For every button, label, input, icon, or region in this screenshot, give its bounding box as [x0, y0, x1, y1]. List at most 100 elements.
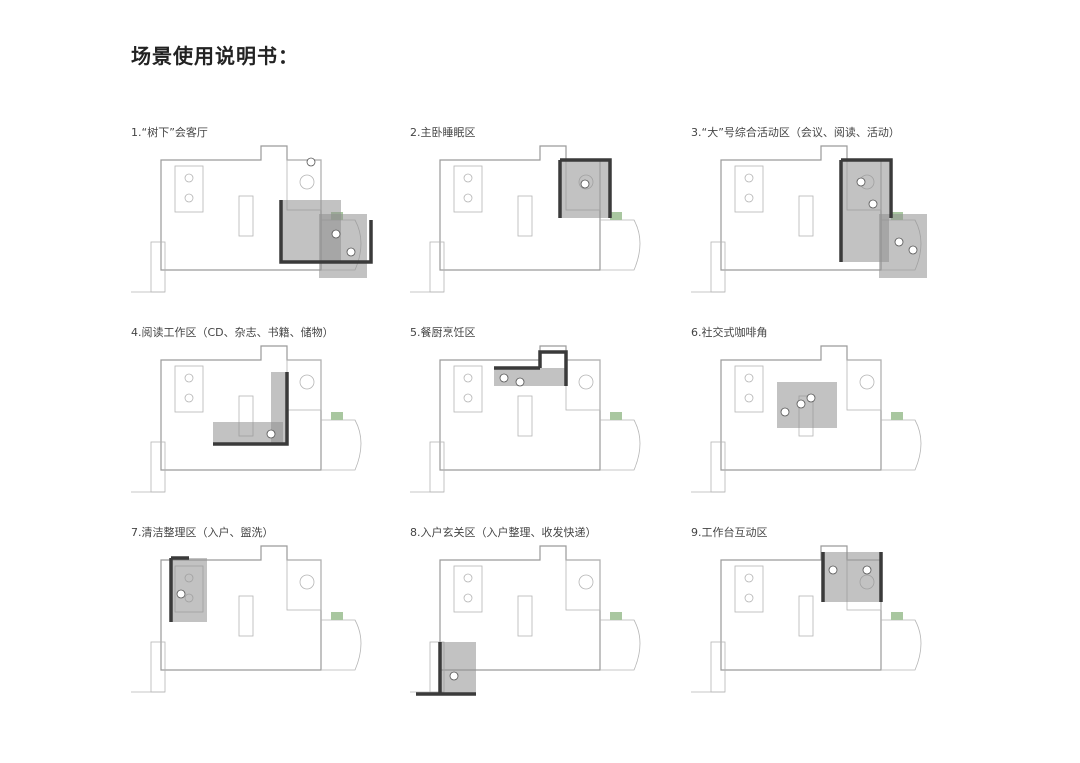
scene-caption: 9.工作台互动区 [691, 524, 768, 540]
zone-wall-highlight [821, 552, 883, 602]
person-figure [780, 407, 790, 417]
floor-plan-1 [131, 145, 373, 293]
floor-plan-7 [131, 545, 362, 693]
plan-round-table [299, 174, 315, 190]
person-figure [306, 157, 316, 167]
plan-table [798, 195, 814, 237]
person-figure [580, 179, 590, 189]
zone-wall-highlight [558, 158, 612, 218]
scene-caption: 6.社交式咖啡角 [691, 324, 768, 340]
plan-sink [463, 393, 473, 403]
plan-bay [600, 219, 641, 271]
scene-label: 阅读工作区（CD、杂志、书籍、储物） [141, 326, 334, 339]
plan-bay [881, 419, 922, 471]
person-figure [796, 399, 806, 409]
zone-highlight [823, 552, 881, 602]
scene-panel-1: 1.“树下”会客厅 [131, 124, 381, 294]
plan-plant [610, 212, 622, 220]
person-figure [499, 373, 509, 383]
plan-round-table [859, 374, 875, 390]
scene-number: 2. [410, 126, 421, 139]
zone-highlight [440, 642, 476, 694]
plan-drawing [691, 145, 927, 293]
plan-round-table [578, 574, 594, 590]
person-figure [176, 589, 186, 599]
scene-label: 入户玄关区（入户整理、收发快递） [420, 526, 597, 539]
plan-plant [331, 612, 343, 620]
plan-drawing [410, 345, 641, 493]
plan-round-table [578, 374, 594, 390]
scene-label: “树下”会客厅 [141, 126, 208, 139]
scene-label: 清洁整理区（入户、盥洗） [141, 526, 274, 539]
floor-plan-3 [691, 145, 927, 293]
scene-panel-7: 7.清洁整理区（入户、盥洗） [131, 524, 381, 694]
plan-plant [891, 612, 903, 620]
scene-number: 7. [131, 526, 142, 539]
plan-drawing [410, 545, 641, 696]
plan-sink [463, 593, 473, 603]
floor-plan-6 [691, 345, 922, 493]
floor-plan-2 [410, 145, 641, 293]
scene-number: 4. [131, 326, 142, 339]
plan-plant [610, 412, 622, 420]
plan-drawing [131, 345, 362, 493]
scene-panel-8: 8.入户玄关区（入户整理、收发快递） [410, 524, 660, 696]
floor-plan-8 [410, 545, 641, 696]
scene-caption: 2.主卧睡眠区 [410, 124, 476, 140]
zone-wall-highlight [839, 158, 893, 262]
scene-number: 9. [691, 526, 702, 539]
zone-highlight [879, 214, 927, 278]
plan-room-right [565, 559, 601, 611]
plan-bathroom [453, 165, 483, 213]
person-figure [868, 199, 878, 209]
floor-plan-4 [131, 345, 362, 493]
plan-bay [600, 619, 641, 671]
scene-number: 3. [691, 126, 702, 139]
plan-round-table [299, 374, 315, 390]
scene-panel-4: 4.阅读工作区（CD、杂志、书籍、储物） [131, 324, 381, 494]
plan-table [517, 595, 533, 637]
plan-room-right [286, 559, 322, 611]
zone-wall-highlight [494, 350, 568, 386]
plan-toilet [463, 573, 473, 583]
zone-highlight [560, 160, 610, 218]
scene-number: 1. [131, 126, 142, 139]
plan-table [238, 195, 254, 237]
plan-plant [891, 412, 903, 420]
scene-panel-6: 6.社交式咖啡角 [691, 324, 941, 494]
plan-table [517, 195, 533, 237]
zone-highlight [171, 558, 207, 622]
scene-caption: 7.清洁整理区（入户、盥洗） [131, 524, 274, 540]
zone-highlight [494, 368, 566, 386]
plan-sink [463, 193, 473, 203]
plan-bathroom [734, 365, 764, 413]
person-figure [266, 429, 276, 439]
scene-caption: 4.阅读工作区（CD、杂志、书籍、储物） [131, 324, 334, 340]
zone-highlight [777, 382, 837, 428]
plan-bathroom [174, 165, 204, 213]
plan-sink [744, 193, 754, 203]
scene-label: 社交式咖啡角 [701, 326, 768, 339]
scene-panel-5: 5.餐厨烹饪区 [410, 324, 660, 494]
plan-bay [321, 619, 362, 671]
person-figure [908, 245, 918, 255]
plan-sink [184, 393, 194, 403]
scene-number: 8. [410, 526, 421, 539]
plan-plant [610, 612, 622, 620]
plan-toilet [744, 173, 754, 183]
plan-bathroom [453, 365, 483, 413]
plan-table [517, 395, 533, 437]
plan-drawing [691, 345, 922, 493]
person-figure [806, 393, 816, 403]
scene-panel-9: 9.工作台互动区 [691, 524, 941, 694]
plan-bay [881, 619, 922, 671]
plan-bathroom [174, 365, 204, 413]
scene-caption: 8.入户玄关区（入户整理、收发快递） [410, 524, 597, 540]
plan-table [798, 595, 814, 637]
plan-bathroom [734, 565, 764, 613]
plan-plant [331, 412, 343, 420]
scene-panel-2: 2.主卧睡眠区 [410, 124, 660, 294]
plan-sink [744, 393, 754, 403]
plan-bathroom [453, 565, 483, 613]
scene-caption: 3.“大”号综合活动区（会议、阅读、活动） [691, 124, 900, 140]
